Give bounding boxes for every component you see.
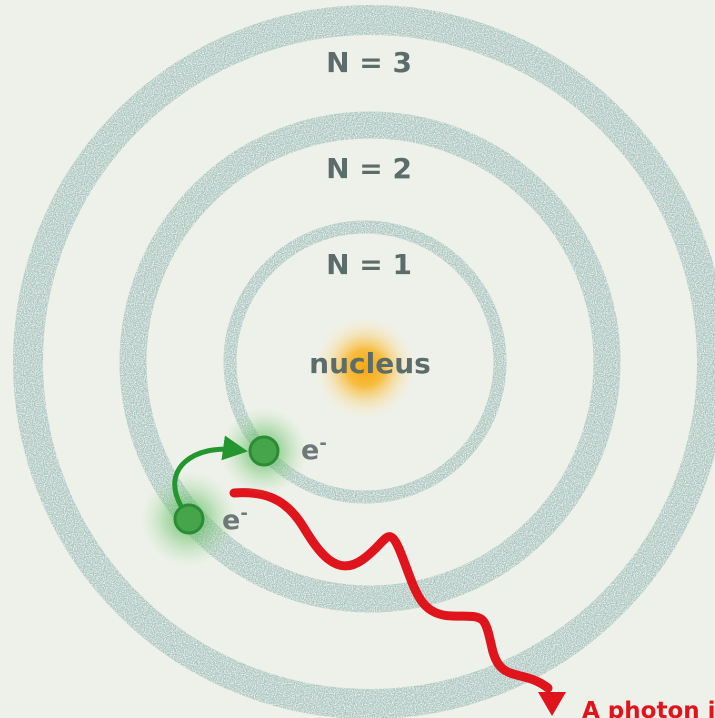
electron-symbol-outer: e <box>222 505 240 536</box>
electron-inner <box>248 435 280 467</box>
photon-arrowhead <box>538 692 566 716</box>
shell-n3 <box>13 5 715 718</box>
level-label-n1: N = 1 <box>326 248 412 281</box>
nucleus-glow <box>313 316 417 420</box>
photon-wave <box>229 488 553 693</box>
shell-n1 <box>223 220 507 504</box>
jump-arrow <box>172 435 248 509</box>
level-label-n2: N = 2 <box>326 152 412 185</box>
shell-n2 <box>119 111 621 613</box>
level-label-n3: N = 3 <box>326 46 412 79</box>
nucleus-label: nucleus <box>309 347 431 380</box>
electron-charge-inner: - <box>319 433 326 454</box>
electron-outer <box>173 503 205 535</box>
electron-label-outer: e- <box>222 503 248 536</box>
photon-caption: A photon is <box>582 698 715 718</box>
electron-symbol-inner: e <box>301 435 319 466</box>
electron-label-inner: e- <box>301 433 327 466</box>
electron-charge-outer: - <box>240 503 247 524</box>
